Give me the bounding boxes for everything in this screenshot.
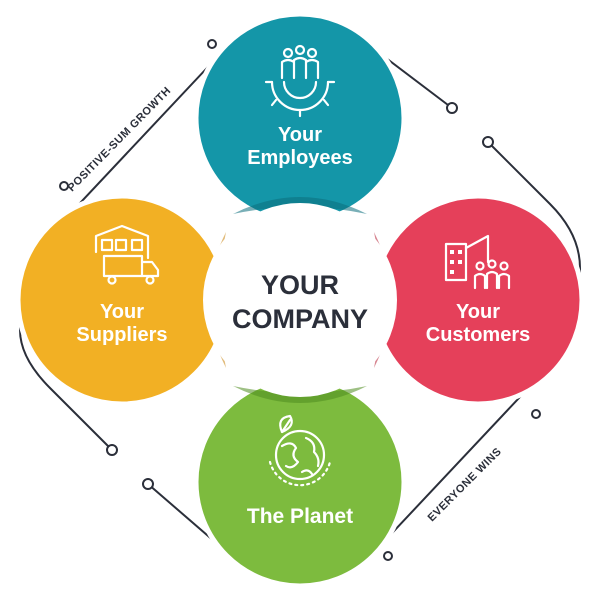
connector-dot xyxy=(383,551,393,561)
center-label-line2: COMPANY xyxy=(232,304,368,334)
connector-dot xyxy=(531,409,541,419)
ring-label-positive-sum: POSITIVE-SUM GROWTH xyxy=(66,85,174,194)
center-label-line1: YOUR xyxy=(261,270,339,300)
connector-dot xyxy=(446,102,458,114)
connector-dot xyxy=(142,478,154,490)
warehouse-truck-icon xyxy=(94,224,160,285)
planet-label: The Planet xyxy=(247,505,353,528)
connector-dot xyxy=(59,181,69,191)
center-circle xyxy=(203,203,397,397)
circle-customers xyxy=(371,193,585,407)
connector-dot xyxy=(482,136,494,148)
employees-label-line1: Your xyxy=(278,124,322,146)
customers-label-line2: Customers xyxy=(426,324,530,346)
employees-label-line2: Employees xyxy=(247,147,353,169)
connector-dot xyxy=(207,39,217,49)
suppliers-label-line1: Your xyxy=(100,301,144,323)
buildings-people-icon xyxy=(444,234,511,290)
customers-label-line1: Your xyxy=(456,301,500,323)
connector-end-dots xyxy=(59,39,541,561)
circle-suppliers xyxy=(15,193,229,407)
connector-dot xyxy=(106,444,118,456)
circle-planet xyxy=(193,375,407,589)
employees-gear-icon xyxy=(264,44,336,118)
globe-leaf-icon xyxy=(268,414,332,487)
suppliers-label-line2: Suppliers xyxy=(76,324,167,346)
